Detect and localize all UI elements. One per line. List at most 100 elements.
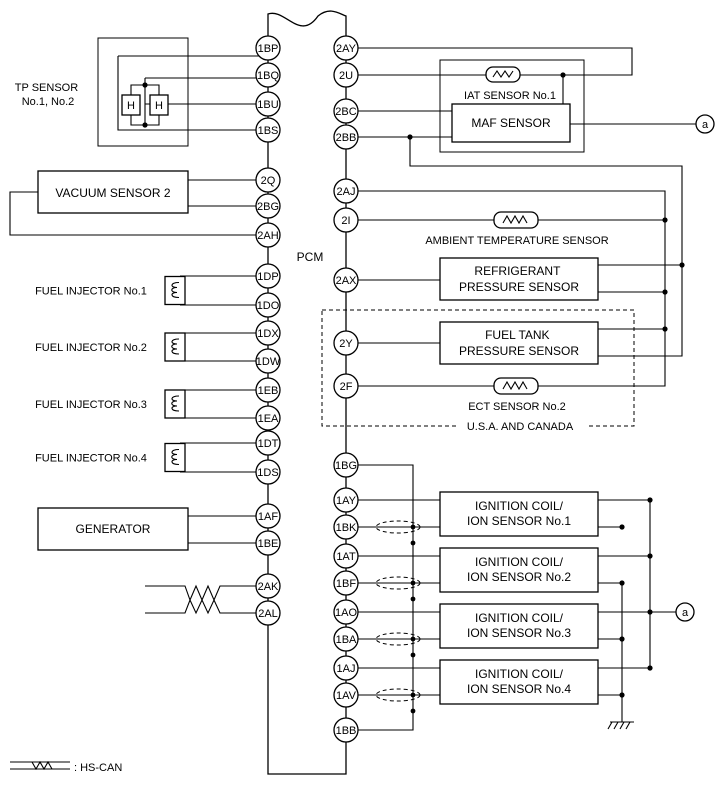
- pin-label: 1DT: [258, 438, 279, 450]
- pin-circle: [333, 35, 359, 61]
- ground-bus-wire: [409, 137, 683, 357]
- fuel-tank-sensor-label: FUEL TANK PRESSURE SENSOR: [459, 328, 579, 358]
- connector-a-top: [695, 114, 715, 134]
- pin-label: 1BB: [336, 725, 357, 737]
- ground-symbol: [607, 721, 634, 730]
- pin-label: 1AV: [336, 690, 357, 702]
- ignition-coil-wires: [346, 611, 650, 640]
- usa-canada-label: U.S.A. AND CANADA: [467, 421, 574, 433]
- generator-box: [37, 507, 189, 551]
- tp-wire-outer: [117, 55, 268, 131]
- supply-bus: [649, 500, 676, 668]
- ignition-coil-box: [439, 603, 599, 649]
- pin-circle: [333, 570, 359, 596]
- pin-circle: [255, 503, 281, 529]
- refrigerant-wires: [346, 264, 682, 293]
- tp-heater-2-label: H: [155, 100, 163, 112]
- ignition-coil-box: [439, 547, 599, 593]
- shield-icon: [375, 576, 421, 590]
- pin-label: 2AY: [336, 43, 357, 55]
- thermistor-zigzag: [492, 70, 514, 78]
- connector-a-top-label: a: [702, 119, 709, 131]
- pin-circle: [255, 377, 281, 403]
- pin-circle: [333, 330, 359, 356]
- injector-body: [164, 332, 186, 362]
- connector-a-bottom: [675, 602, 695, 622]
- injector-wire: [179, 389, 268, 419]
- ignition-coil-label-line: IGNITION COIL/: [475, 555, 564, 569]
- pcm-body: [267, 10, 347, 775]
- pcm-pins: 1BP1BQ1BU1BS2Q2BG2AH1DP1DO1DX1DW1EB1EA1D…: [255, 35, 359, 743]
- pin-circle: [333, 373, 359, 399]
- thermistor-zigzag: [502, 380, 528, 391]
- pin-label: 2AL: [258, 608, 278, 620]
- pin-label: 1BU: [257, 99, 278, 111]
- pin-label: 1BA: [336, 634, 357, 646]
- maf-sensor-box: [451, 103, 571, 143]
- ignition-coil-label-line: IGNITION COIL/: [475, 667, 564, 681]
- refrigerant-sensor-label: REFRIGERANT PRESSURE SENSOR: [459, 264, 579, 294]
- ignition-coil-wires: [346, 667, 650, 696]
- pin-circle: [333, 98, 359, 124]
- tp-sensor: H H TP SENSOR No.1, No.2: [15, 37, 268, 147]
- ect-sensor-label: ECT SENSOR No.2: [468, 401, 566, 413]
- junction: [142, 122, 148, 128]
- refrigerant-pressure-sensor: REFRIGERANT PRESSURE SENSOR: [346, 257, 685, 301]
- pin-label: 1AJ: [337, 663, 356, 675]
- iat-maf-sensor: IAT SENSOR No.1 MAF SENSOR a: [346, 47, 715, 357]
- pin-label: 2AX: [336, 275, 357, 287]
- pin-circle: [255, 117, 281, 143]
- injector-wire: [179, 275, 268, 306]
- ignition-coil-box: [439, 491, 599, 537]
- pin-label: 2AK: [258, 581, 279, 593]
- ect-thermistor: [493, 377, 539, 395]
- pin-label: 2F: [340, 381, 353, 393]
- pin-label: 2BC: [335, 106, 356, 118]
- pin-circle: [333, 599, 359, 625]
- pin-circle: [333, 178, 359, 204]
- pin-label: 1DO: [257, 300, 280, 312]
- generator: GENERATOR: [37, 507, 268, 551]
- fuel-tank-wires: [346, 328, 665, 344]
- maf-sensor-label: MAF SENSOR: [471, 116, 551, 130]
- pin-label: 1BG: [335, 460, 357, 472]
- junction: [662, 326, 668, 332]
- refrigerant-label-line2: PRESSURE SENSOR: [459, 280, 579, 294]
- pin-label: 1AF: [258, 511, 278, 523]
- pin-label: 1DX: [257, 328, 279, 340]
- junction: [662, 289, 668, 295]
- junction: [142, 82, 148, 88]
- ignition-coil-box: [439, 659, 599, 705]
- pin-label: 2Y: [339, 338, 353, 350]
- pin-circle: [333, 487, 359, 513]
- junction: [679, 262, 685, 268]
- pin-label: 1AO: [335, 607, 357, 619]
- usa-canada-dashed-box: [321, 309, 635, 427]
- injector-wire: [179, 442, 268, 473]
- refrigerant-sensor-box: [439, 257, 599, 301]
- pin-circle: [255, 222, 281, 248]
- pin-circle: [255, 348, 281, 374]
- pin-circle: [255, 193, 281, 219]
- iat-maf-box: [439, 59, 585, 153]
- ambient-thermistor: [493, 211, 539, 229]
- pin-circle: [333, 207, 359, 233]
- pin-circle: [333, 124, 359, 150]
- pin-label: 1AY: [336, 495, 357, 507]
- injector-coil-icon: [171, 338, 180, 355]
- pin-circle: [333, 717, 359, 743]
- pin-circle: [255, 62, 281, 88]
- pin-circle: [333, 682, 359, 708]
- sensor-reference-wire: [346, 190, 666, 387]
- iat-sensor-label: IAT SENSOR No.1: [464, 90, 556, 102]
- pin-label: 2BB: [336, 132, 357, 144]
- hs-can-pair: [145, 584, 268, 615]
- injector-label: FUEL INJECTOR No.3: [35, 399, 147, 411]
- ignition-coil-label-line: ION SENSOR No.4: [467, 682, 571, 696]
- vacuum-sensor: VACUUM SENSOR 2: [9, 170, 268, 236]
- junction: [619, 524, 625, 530]
- injector-body: [164, 442, 186, 473]
- pin-label: 1DP: [257, 271, 278, 283]
